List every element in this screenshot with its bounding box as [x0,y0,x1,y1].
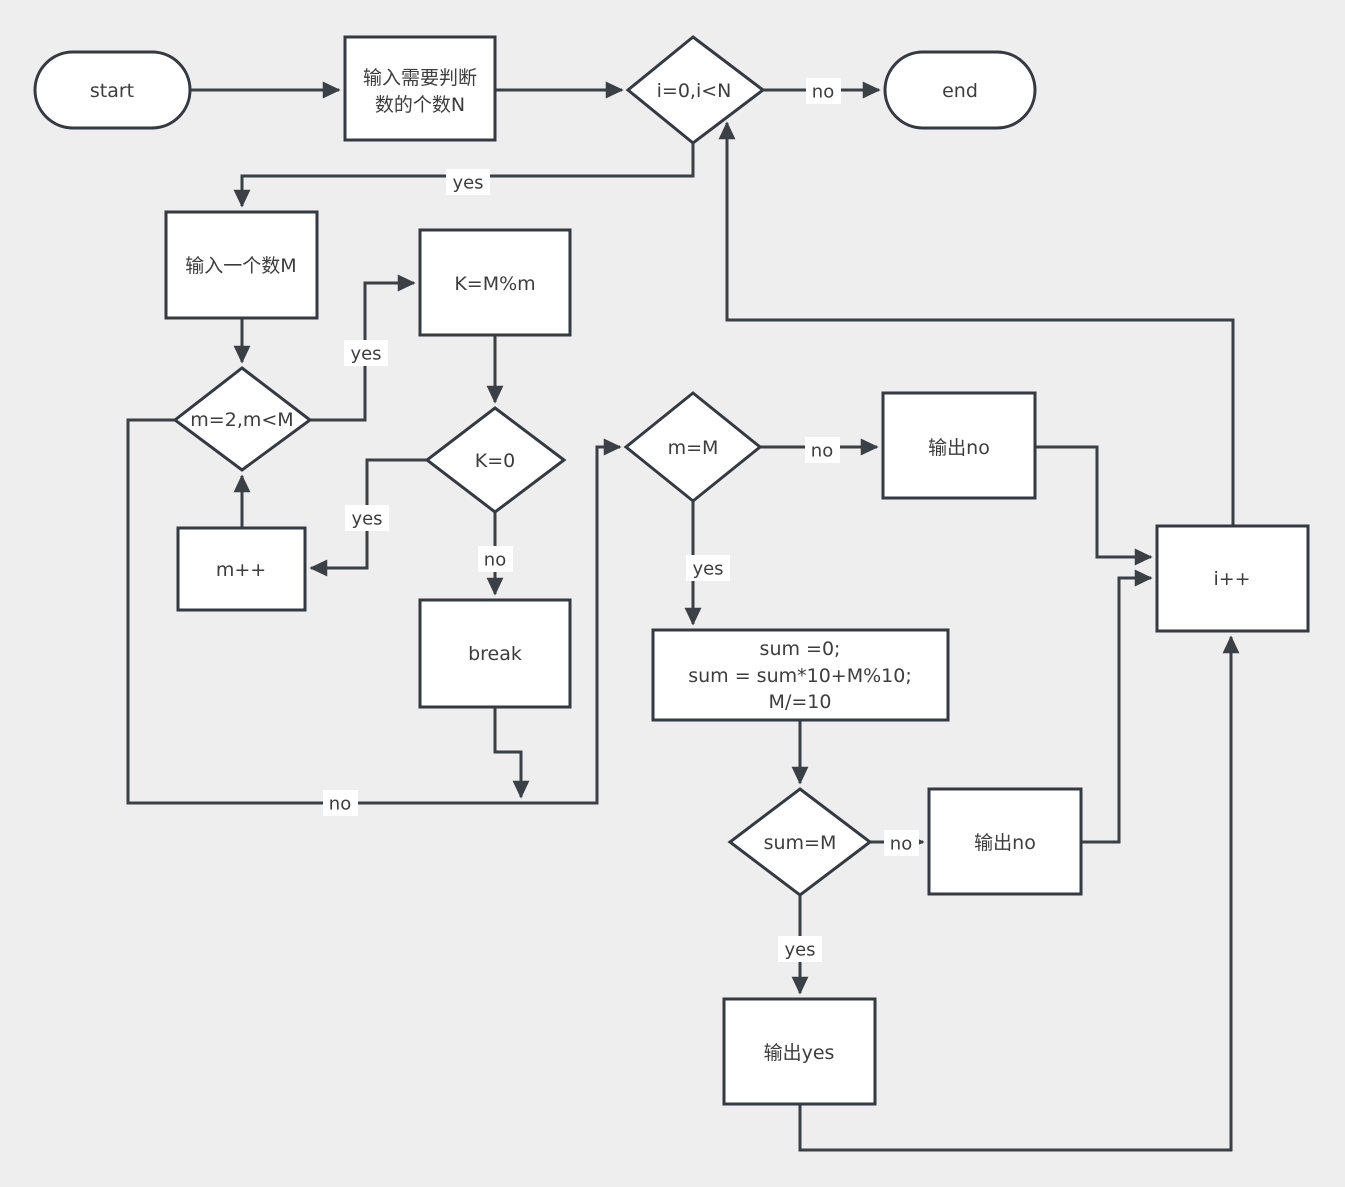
label-kzero-yes-bg [345,505,389,531]
node-output-no-1: 输出no [881,391,1037,500]
label-meqM-no: no [805,437,840,463]
node-m-init: m=2,m<M [172,366,313,472]
node-output-no-2: 输出no [927,787,1083,896]
label-minit-yes-bg [344,340,388,366]
edge-iinc-to-loopcond [718,121,1235,526]
sum-calc-process-shape [651,628,950,722]
node-break: break [418,598,572,709]
end-terminator-shape [883,50,1037,130]
start-terminator-shape [33,50,192,130]
node-sum-eq-M: sum=M [727,787,873,897]
m-init-label: m=2,m<M [190,409,293,431]
loop-condition-decision-shape [625,35,766,145]
node-sum-calc: sum =0; sum = sum*10+M%10; M/=10 [651,628,950,722]
sum-calc-label-line1: sum =0; [760,638,841,660]
node-input-m: 输入一个数M [164,210,319,320]
label-loop-yes: yes [446,169,490,195]
m-eq-M-decision-shape [623,391,763,503]
input-n-process-shape [343,35,497,142]
label-meqM-yes-text: yes [692,559,723,580]
label-sumeqM-yes: yes [778,936,822,962]
edge-break-to-junction [493,707,530,799]
i-increment-process-shape [1155,524,1310,633]
label-kzero-yes: yes [345,505,389,531]
i-increment-label: i++ [1213,568,1250,590]
label-loop-yes-text: yes [452,173,483,194]
label-minit-yes: yes [344,340,388,366]
node-start: start [33,50,192,130]
k-assign-label: K=M%m [454,273,535,295]
label-kzero-no-text: no [484,550,506,571]
label-kzero-yes-text: yes [351,509,382,530]
label-kzero-no: no [478,546,513,572]
node-i-increment: i++ [1155,524,1310,633]
end-label: end [942,80,978,102]
label-minit-yes-text: yes [350,344,381,365]
label-loop-no-text: no [812,82,834,103]
edge-outputno1-to-iinc [1035,445,1153,566]
label-sumeqM-no: no [884,830,919,856]
break-process-shape [418,598,572,709]
node-input-n: 输入需要判断 数的个数N [343,35,497,142]
label-loop-no-bg [806,78,841,104]
edge-outputyes-to-iinc [798,635,1240,1152]
output-no-1-label: 输出no [928,437,990,459]
label-minit-no-bg [323,790,358,816]
node-loop-condition: i=0,i<N [625,35,766,145]
output-yes-process-shape [722,997,877,1106]
m-increment-label: m++ [216,559,266,581]
output-no-2-process-shape [927,787,1083,896]
k-assign-process-shape [418,228,572,337]
sum-eq-M-label: sum=M [764,832,837,854]
start-label: start [90,80,134,102]
input-n-label-line2: 数的个数N [375,94,465,116]
input-m-process-shape [164,210,319,320]
node-k-zero: K=0 [424,406,567,514]
edge-outputno2-to-iinc [1081,569,1153,844]
input-m-label: 输入一个数M [185,255,296,277]
label-sumeqM-no-text: no [890,834,912,855]
break-label: break [468,643,522,665]
edge-minit-to-meqM [126,418,622,805]
label-meqM-no-text: no [811,441,833,462]
input-n-label-line1: 输入需要判断 [363,67,477,89]
node-m-eq-M: m=M [623,391,763,503]
label-minit-no-text: no [329,794,351,815]
output-no-2-label: 输出no [974,832,1036,854]
label-minit-no: no [323,790,358,816]
m-increment-process-shape [176,526,307,612]
edge-labels: no yes yes yes no no no yes [323,78,919,962]
label-sumeqM-yes-bg [778,936,822,962]
k-zero-decision-shape [424,406,567,514]
m-init-decision-shape [172,366,313,472]
node-m-increment: m++ [176,526,307,612]
label-meqM-no-bg [805,437,840,463]
node-k-assign: K=M%m [418,228,572,337]
sum-calc-label-line3: M/=10 [769,691,832,713]
label-sumeqM-yes-text: yes [784,940,815,961]
k-zero-label: K=0 [475,450,515,472]
output-yes-label: 输出yes [764,1042,835,1064]
label-loop-yes-bg [446,169,490,195]
node-output-yes: 输出yes [722,997,877,1106]
m-eq-M-label: m=M [668,437,719,459]
loop-condition-label: i=0,i<N [657,80,732,102]
output-no-1-process-shape [881,391,1037,500]
label-kzero-no-bg [478,546,513,572]
label-loop-no: no [806,78,841,104]
sum-eq-M-decision-shape [727,787,873,897]
node-end: end [883,50,1037,130]
label-meqM-yes: yes [686,555,730,581]
sum-calc-label-line2: sum = sum*10+M%10; [688,665,912,687]
label-meqM-yes-bg [686,555,730,581]
label-sumeqM-no-bg [884,830,919,856]
